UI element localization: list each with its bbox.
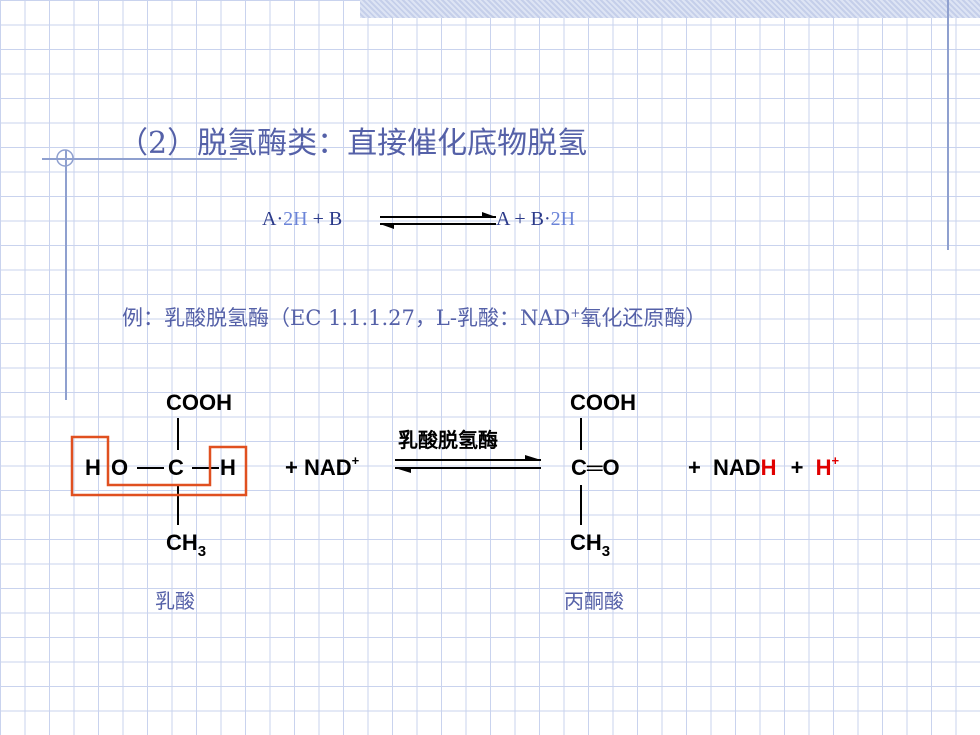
example-text2: 氧化还原酶） xyxy=(580,306,707,330)
general-right-text: A + B·2H xyxy=(496,208,576,230)
equilibrium-arrow-main xyxy=(395,455,541,473)
general-left: A·2H + B xyxy=(262,208,342,231)
lactate-o: O xyxy=(111,455,129,480)
pyruvate-ch: CH xyxy=(570,530,602,555)
lactate-c: C xyxy=(168,455,184,480)
proton-h: H xyxy=(815,455,832,480)
lactate-name: 乳酸 xyxy=(155,589,195,613)
pyruvate-bond-bottom xyxy=(580,485,582,525)
lactate-bond-ch xyxy=(192,467,219,469)
title-underline xyxy=(42,158,237,160)
pyruvate-carbonyl: C═O xyxy=(571,455,620,480)
example-line: 例：乳酸脱氢酶（EC 1.1.1.27，L-乳酸：NAD+氧化还原酶） xyxy=(122,302,706,332)
lactate-h-left: H xyxy=(85,455,101,480)
lactate-ch3-sub: 3 xyxy=(197,543,207,560)
slide-title: （2）脱氢酶类：直接催化底物脱氢 xyxy=(118,126,588,161)
plus-nad: + NAD+ xyxy=(285,453,360,481)
lactate-bond-bottom xyxy=(177,485,179,525)
corner-band xyxy=(360,0,980,18)
right-vertical-rule xyxy=(947,0,949,250)
equilibrium-arrow-general xyxy=(380,212,496,229)
nad-sup: + xyxy=(351,453,360,468)
lactate-bond-top xyxy=(177,418,179,450)
general-right: A + B·2H xyxy=(496,208,575,231)
pyruvate-cooh: COOH xyxy=(570,390,636,415)
proton-sup: + xyxy=(831,453,840,468)
plus-1: + xyxy=(688,455,701,480)
dehydrogenation-highlight xyxy=(70,435,248,497)
pyruvate-ch3-sub: 3 xyxy=(601,543,611,560)
enzyme-label: 乳酸脱氢酶 xyxy=(398,428,498,452)
example-text: 例：乳酸脱氢酶（EC 1.1.1.27，L-乳酸：NAD xyxy=(122,306,571,330)
pyruvate-bond-top xyxy=(580,418,582,450)
left-vertical-rule xyxy=(65,150,67,400)
plus-nad-text: + NAD xyxy=(285,455,352,480)
general-left-text: A·2H + B xyxy=(262,208,343,230)
lactate-ch3: CH3 xyxy=(166,530,206,560)
products-right: + NADH + H+ xyxy=(688,453,840,481)
nadh-h: H xyxy=(760,455,777,480)
lactate-bond-oc xyxy=(137,467,164,469)
crosshair-ornament xyxy=(56,149,74,167)
pyruvate-name: 丙酮酸 xyxy=(564,589,624,613)
pyruvate-ch3: CH3 xyxy=(570,530,610,560)
nad-text: NAD xyxy=(712,455,761,480)
plus-2: + xyxy=(790,455,804,480)
example-sup: + xyxy=(570,306,581,320)
lactate-cooh: COOH xyxy=(166,390,232,415)
lactate-h-right: H xyxy=(220,455,236,480)
lactate-ch: CH xyxy=(166,530,198,555)
